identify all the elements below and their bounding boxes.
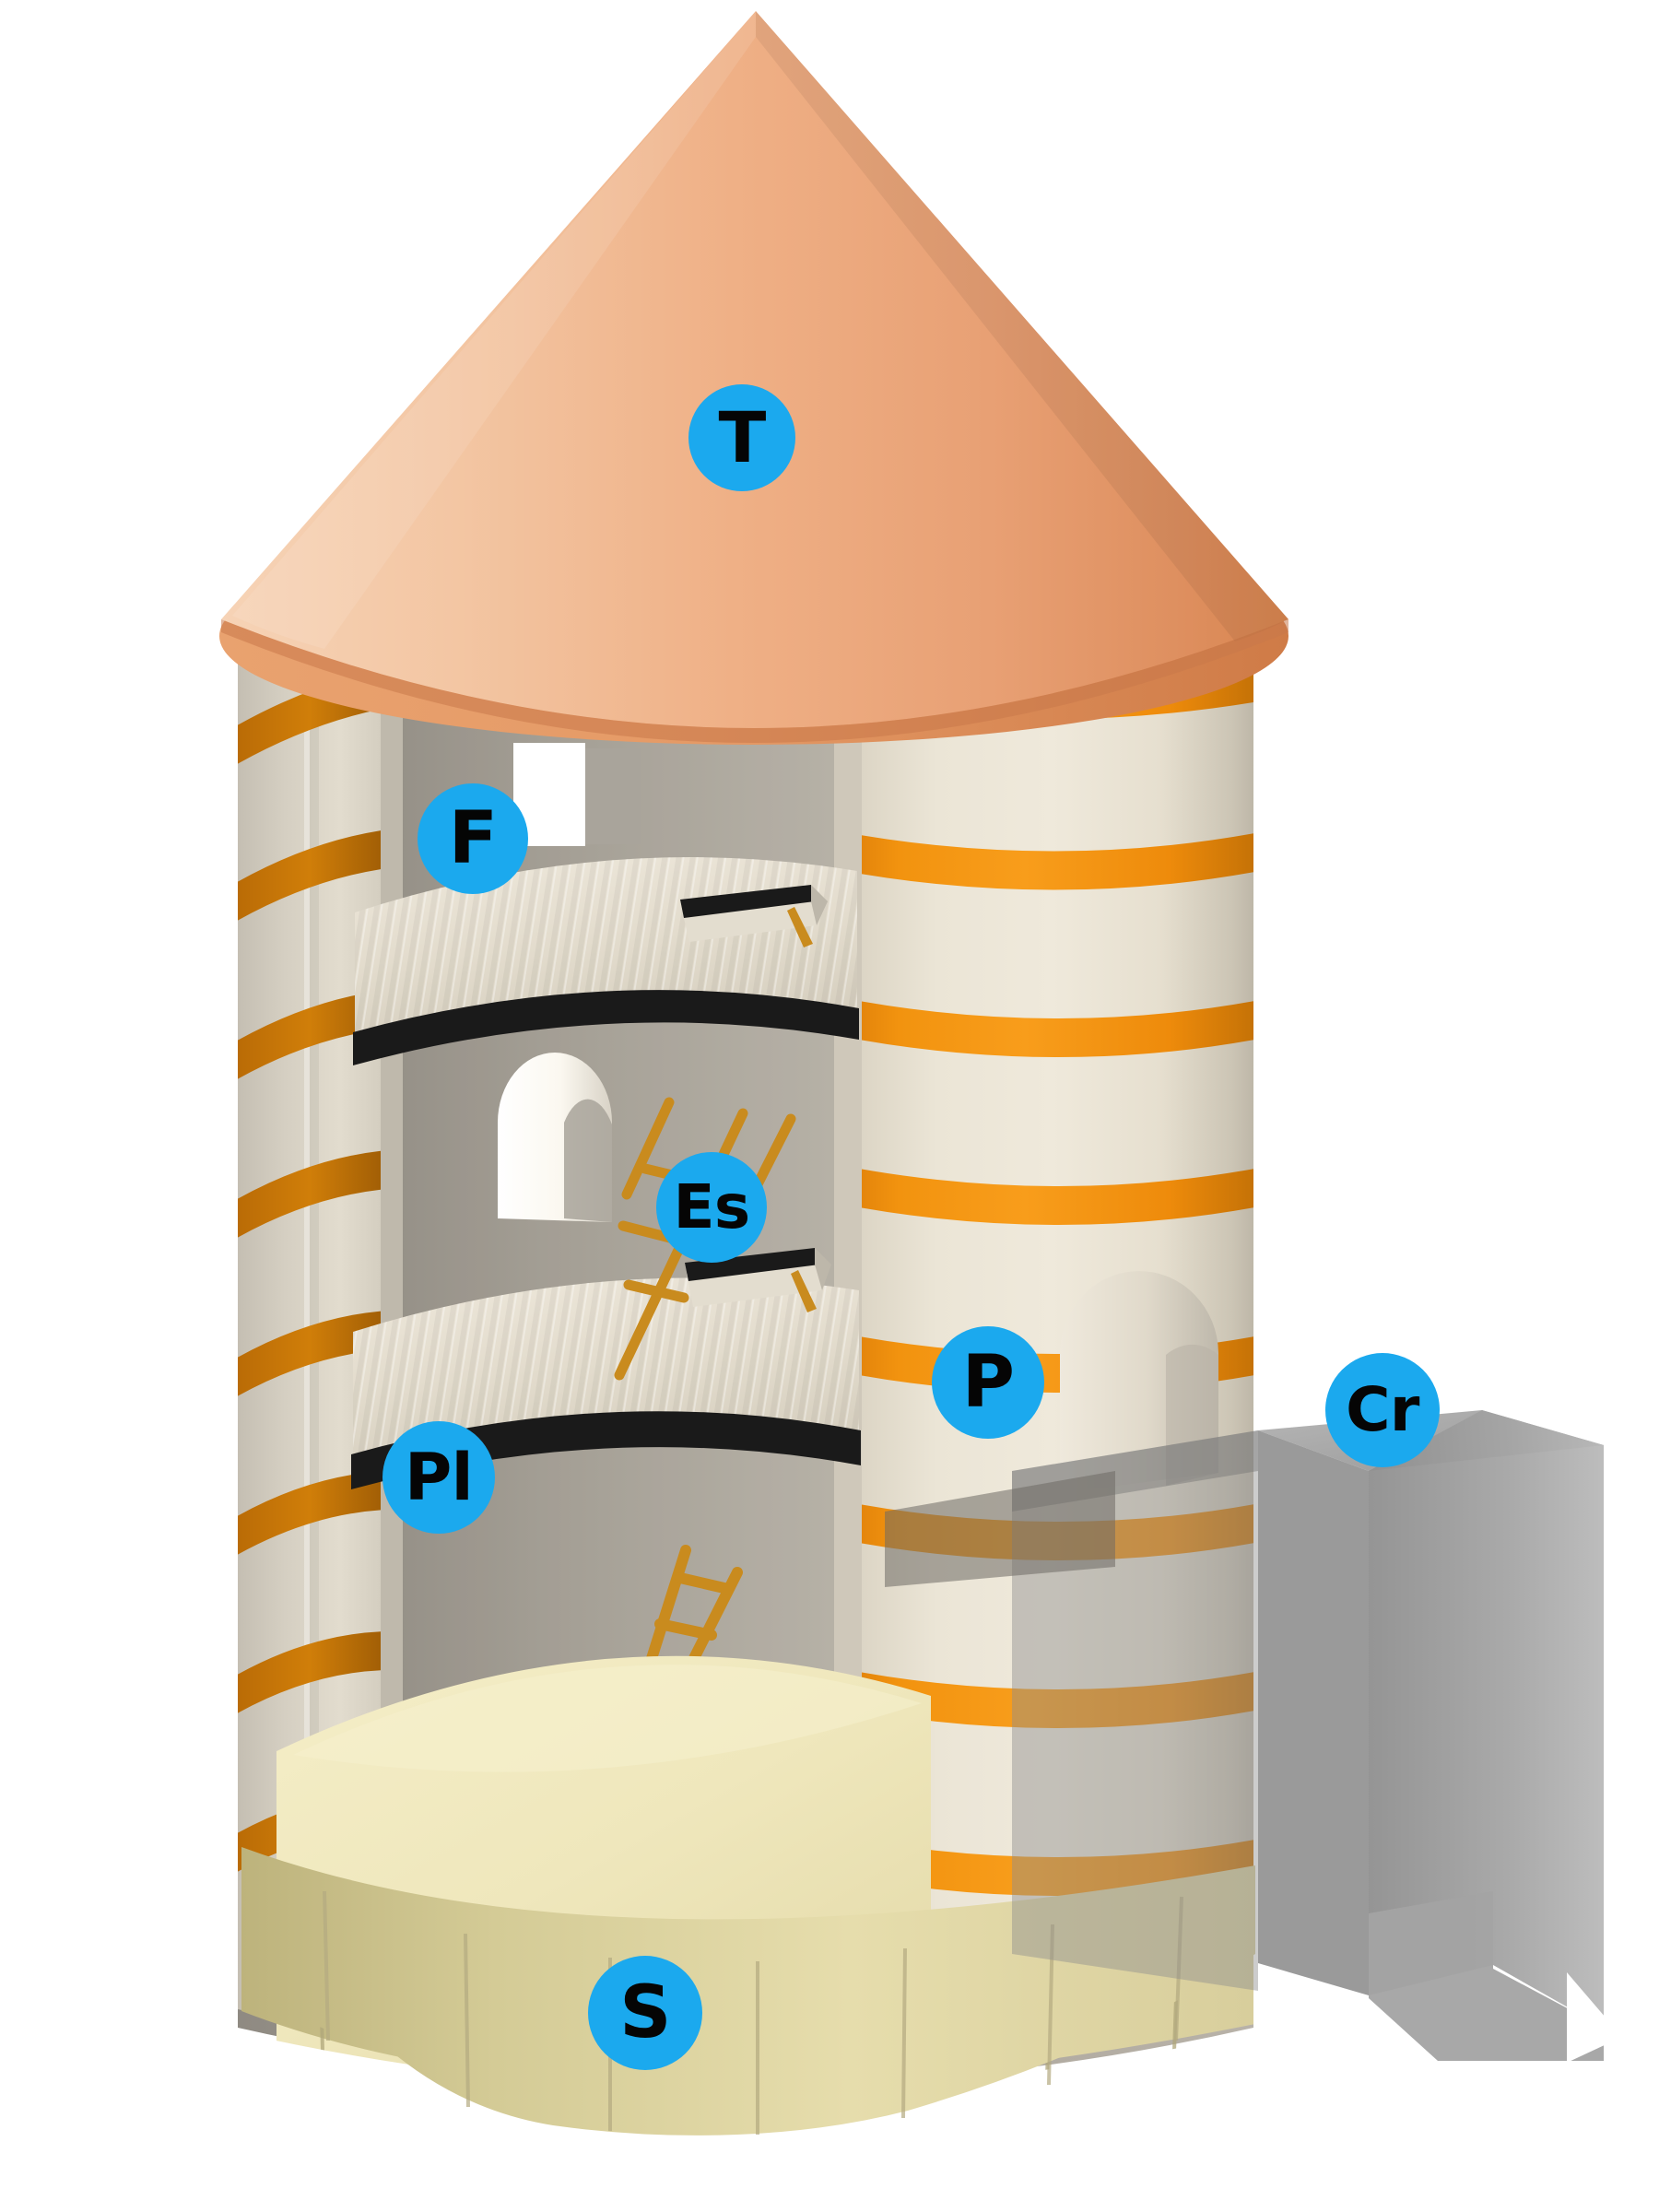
upper-floor-hatch <box>680 885 828 947</box>
lower-floor-edge-line <box>351 1411 861 1489</box>
adjacent-concrete-structure <box>885 1410 1622 2063</box>
base-scalloped-edge <box>241 1847 1255 2136</box>
label-badge-pl[interactable]: Pl <box>382 1421 495 1534</box>
label-badge-p[interactable]: P <box>932 1326 1044 1439</box>
silo-roof-cone <box>219 11 1288 745</box>
lower-floor-slab <box>351 1248 861 1489</box>
upper-floor-edge-line <box>353 990 859 1065</box>
wall-recess-arch-right <box>1059 1271 1218 1493</box>
label-badge-t-text: T <box>718 396 766 478</box>
label-badge-f-text: F <box>448 797 498 880</box>
label-badge-es[interactable]: Es <box>656 1152 767 1263</box>
wall-band-group-left <box>238 669 381 1875</box>
roof-hatch-opening <box>513 743 641 846</box>
silo-wall-right <box>834 606 1253 2092</box>
label-badge-t[interactable]: T <box>688 384 795 491</box>
lower-floor-hatch <box>685 1248 831 1312</box>
label-badge-es-text: Es <box>673 1171 750 1242</box>
label-badge-cr[interactable]: Cr <box>1325 1353 1440 1467</box>
label-badge-pl-text: Pl <box>405 1440 474 1515</box>
label-badge-s-text: S <box>619 1971 671 2054</box>
upper-floor-slab <box>353 857 859 1065</box>
silo-wall-left <box>238 645 381 2041</box>
label-badge-p-text: P <box>961 1341 1015 1424</box>
label-badge-cr-text: Cr <box>1346 1374 1419 1445</box>
label-badge-s[interactable]: S <box>588 1956 702 2070</box>
label-badge-f[interactable]: F <box>418 783 528 894</box>
interior-arched-door <box>498 1053 612 1222</box>
